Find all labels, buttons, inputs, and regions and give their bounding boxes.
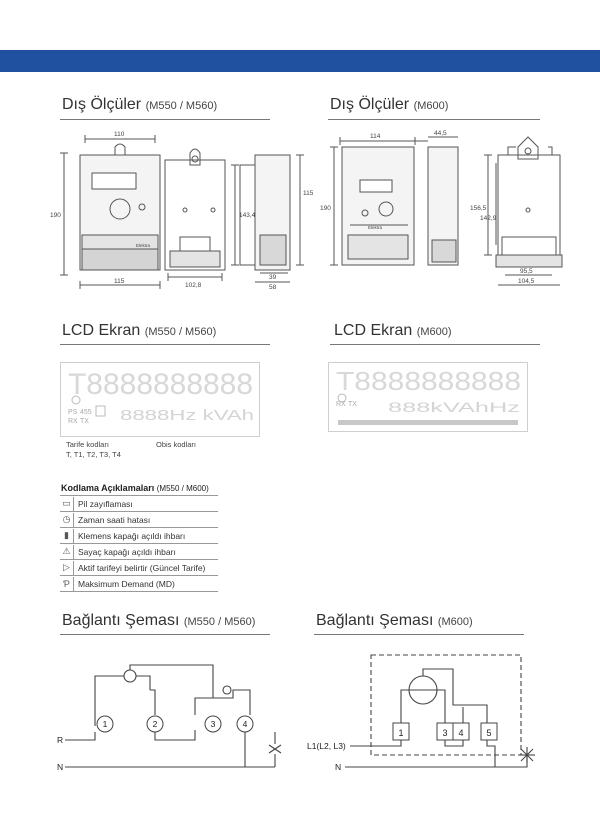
lcd-left-digits: T8888888888 xyxy=(68,368,253,401)
terminal-2: 2 xyxy=(153,719,158,729)
lcd-left-row2: 8888Hz kVAh xyxy=(120,407,254,424)
meter-back-view-m600 xyxy=(484,136,563,286)
line-n-label: N xyxy=(57,762,63,772)
legend-row: ⚠ Sayaç kapağı açıldı ihbarı xyxy=(60,544,218,560)
dim-m600-side: 44,5 xyxy=(434,130,447,137)
dims-left-rule xyxy=(60,119,270,120)
terminal-m600-3: 3 xyxy=(442,728,447,738)
lcd-left-tag-455: 455 xyxy=(80,409,92,416)
meter-side-view xyxy=(239,154,304,283)
dim-m600-width: 114 xyxy=(370,133,381,140)
meter-back-view xyxy=(164,148,239,281)
lcd-caption-tariff: Tarife kodları T, T1, T2, T3, T4 xyxy=(66,440,121,459)
wiring-left-terminals xyxy=(96,715,254,733)
terminal-4: 4 xyxy=(243,719,248,729)
dims-right-rule xyxy=(328,119,540,120)
dims-left-title: Dış Ölçüler (M550 / M560) xyxy=(62,96,218,113)
legend-row: ▭ Pil zayıflaması xyxy=(60,496,218,512)
legend-row: ▮ Klemens kapağı açıldı ihbarı xyxy=(60,528,218,544)
dim-side-height: 143,4 xyxy=(239,212,256,219)
terminal-1: 1 xyxy=(103,719,108,729)
brand-label-right: Elektra xyxy=(368,225,383,230)
lcd-left-rule xyxy=(60,344,270,345)
lcd-right-row2: 888kVAhHz xyxy=(388,399,520,415)
dim-depth-a: 39 xyxy=(269,274,277,281)
clock-icon xyxy=(71,395,81,405)
legend-row: ▷ Aktif tarifeyi belirtir (Güncel Tarife… xyxy=(60,560,218,576)
dims-left-drawing: 110 190 115 143,4 102,8 115 39 58 Elektr… xyxy=(50,131,314,290)
lcd-right-digits: T8888888888 xyxy=(336,366,521,396)
dim-m600-base-b: 104,5 xyxy=(518,278,535,285)
legend-row: ◷ Zaman saati hatası xyxy=(60,512,218,528)
dim-front-height: 190 xyxy=(50,212,61,219)
lcd-right-tag-rx: RX xyxy=(336,401,346,408)
clock-icon: ◷ xyxy=(60,512,74,527)
wiring-left-title: Bağlantı Şeması (M550 / M560) xyxy=(62,612,256,629)
brand-label-left: Elektra xyxy=(136,243,151,248)
battery-icon: ▭ xyxy=(60,496,74,511)
lcd-left-title: LCD Ekran (M550 / M560) xyxy=(62,322,217,339)
wiring-left-rule xyxy=(60,634,270,635)
meter-front-view xyxy=(60,135,161,289)
lcd-right-title: LCD Ekran (M600) xyxy=(334,322,452,339)
lcd-left-tag-tx: TX xyxy=(80,418,89,425)
dims-right-title: Dış Ölçüler (M600) xyxy=(330,96,449,113)
battery-icon xyxy=(95,405,106,417)
dim-side-base: 102,8 xyxy=(185,282,202,289)
dim-depth-height: 115 xyxy=(303,190,314,197)
wiring-left-diagram: 1 2 3 4 R N xyxy=(57,664,282,772)
lcd-left-display: T8888888888 PS 455 RX TX 8888Hz kVAh xyxy=(60,362,260,437)
lock-icon: ▮ xyxy=(60,528,74,543)
dim-m600-back-a: 156,5 xyxy=(470,205,487,212)
wiring-right-title: Bağlantı Şeması (M600) xyxy=(316,612,473,629)
wiring-right-diagram: 1 3 4 5 L1(L2, L3) N xyxy=(307,654,535,772)
line-n-label-m600: N xyxy=(335,762,341,772)
line-l-label: L1(L2, L3) xyxy=(307,741,346,751)
lcd-caption-obis: Obis kodları xyxy=(156,440,197,449)
triangle-icon: ▷ xyxy=(60,560,74,575)
terminal-3: 3 xyxy=(211,719,216,729)
dim-front-width: 110 xyxy=(114,131,125,138)
meter-front-view-m600 xyxy=(330,137,428,266)
lcd-right-segment-bar xyxy=(338,420,518,425)
lcd-left-tag-rx: RX xyxy=(68,418,78,425)
dim-m600-back-b: 142,9 xyxy=(480,215,497,222)
lcd-left-tag-ps: PS xyxy=(68,409,78,416)
dim-m600-height: 190 xyxy=(320,205,331,212)
clock-icon-m600 xyxy=(337,393,347,403)
header-band xyxy=(0,50,600,72)
demand-icon: Ƥ xyxy=(60,576,74,591)
meter-side-view-m600 xyxy=(427,136,459,266)
dim-m600-base-a: 95,5 xyxy=(520,268,533,275)
terminal-m600-5: 5 xyxy=(486,728,491,738)
dims-right-drawing: 114 190 44,5 156,5 142,9 95,5 104,5 Elek… xyxy=(320,130,563,286)
wiring-right-rule xyxy=(314,634,524,635)
dim-front-base: 115 xyxy=(114,278,125,285)
spark-icon xyxy=(519,747,535,763)
wiring-right-terminals xyxy=(392,722,498,741)
line-r-label: R xyxy=(57,735,63,745)
terminal-m600-1: 1 xyxy=(398,728,403,738)
dim-depth-b: 58 xyxy=(269,284,277,290)
warning-icon: ⚠ xyxy=(60,544,74,559)
lcd-right-rule xyxy=(330,344,540,345)
legend-table: ▭ Pil zayıflaması ◷ Zaman saati hatası ▮… xyxy=(60,495,218,592)
legend-row: Ƥ Maksimum Demand (MD) xyxy=(60,576,218,592)
terminal-m600-4: 4 xyxy=(458,728,463,738)
lcd-right-tag-tx: TX xyxy=(348,401,357,408)
legend-title: Kodlama Açıklamaları (M550 / M600) xyxy=(61,483,209,493)
lcd-right-display: T8888888888 RX TX 888kVAhHz xyxy=(328,362,528,432)
